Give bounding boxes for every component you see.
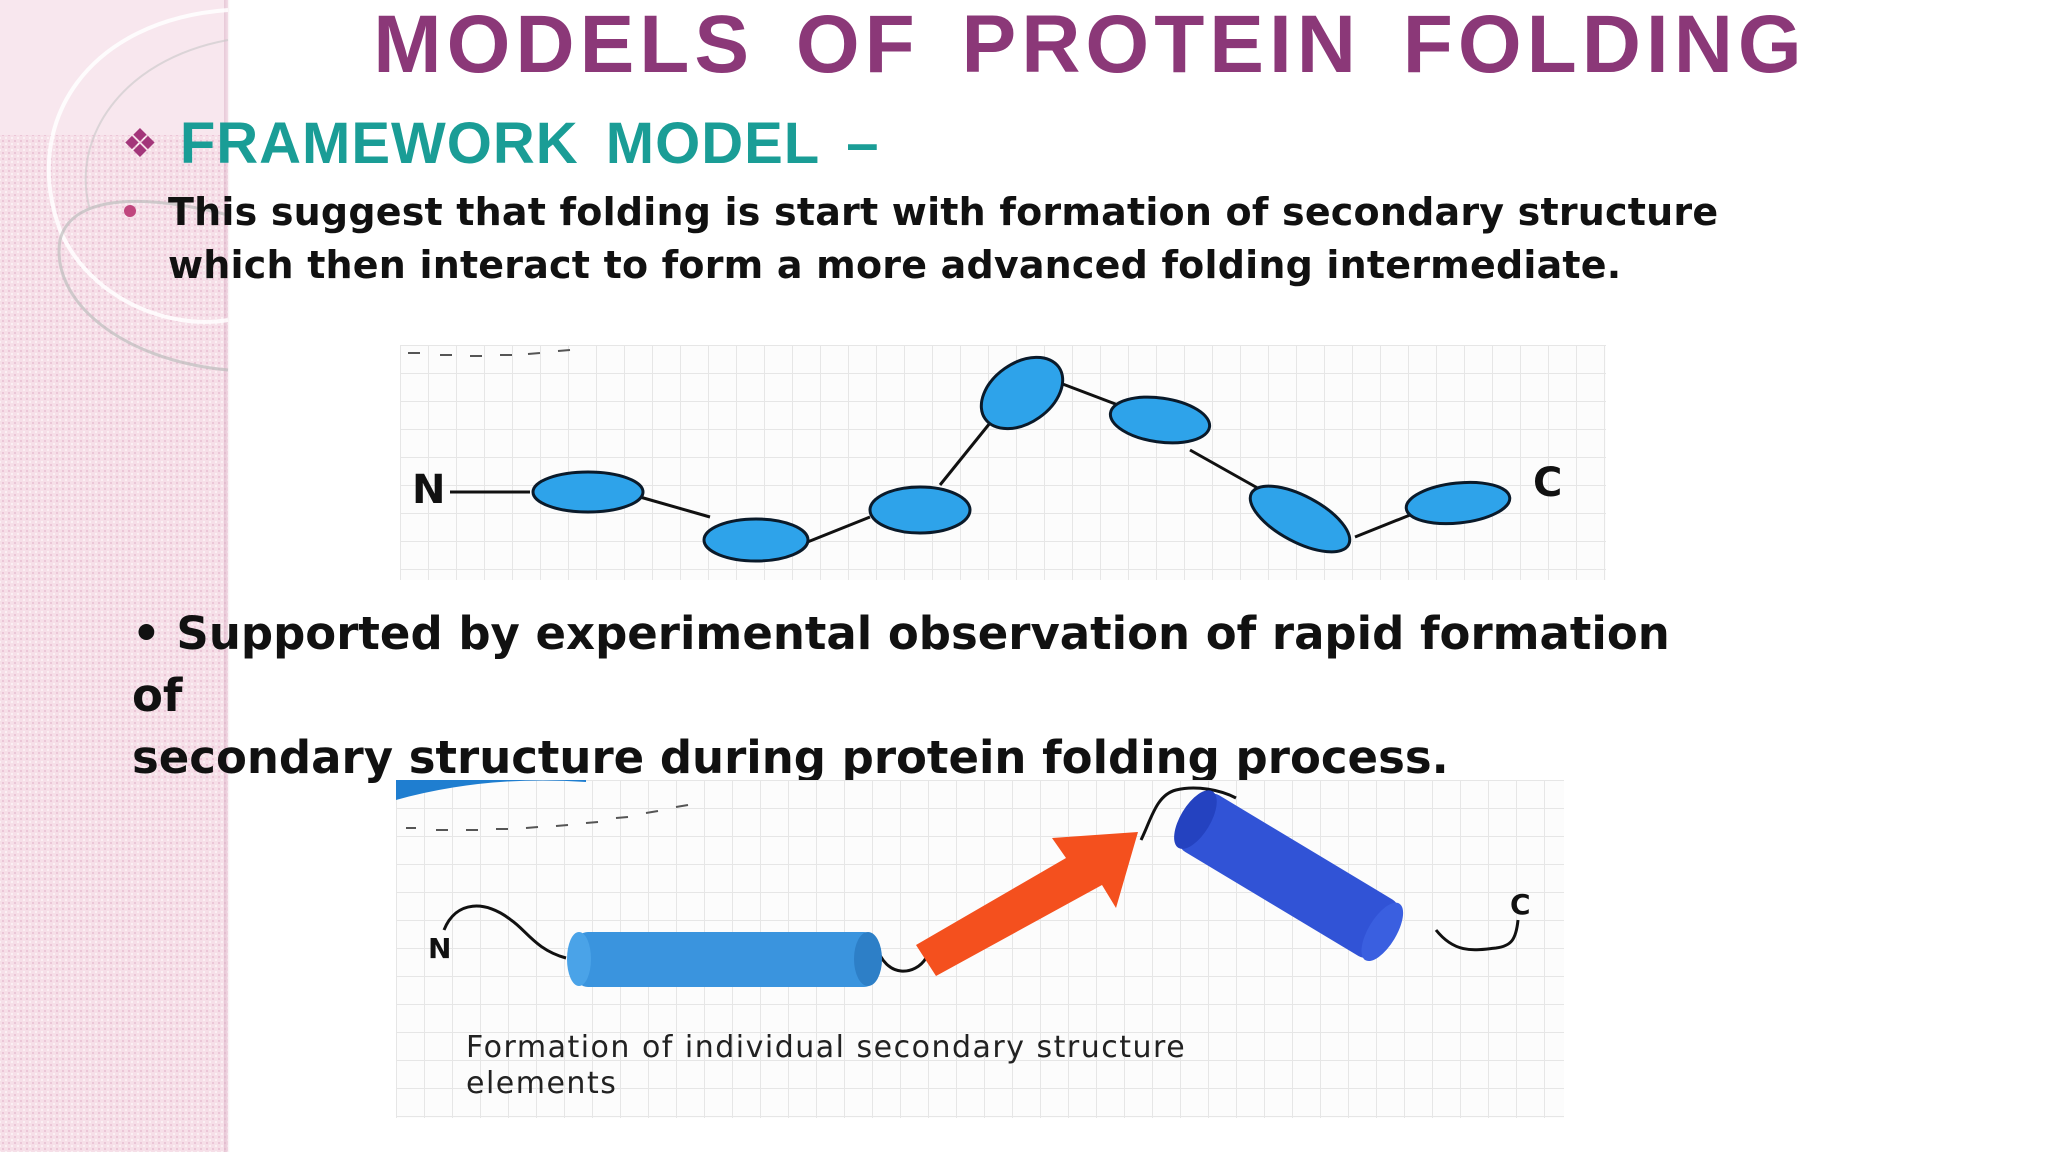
decorative-top-band — [0, 0, 228, 135]
helix-cylinder-2 — [1174, 790, 1404, 962]
bullet-dot-icon — [124, 205, 136, 217]
decorative-swirl-icon — [46, 8, 229, 372]
section-heading-row: ❖ FRAMEWORK MODEL – — [122, 110, 880, 177]
partial-arc-shape — [396, 780, 586, 800]
helix-ellipse-3 — [868, 485, 972, 535]
helix-ellipse-7 — [1404, 480, 1512, 526]
figure-secondary-structure-chain: N C — [400, 345, 1606, 580]
c-terminus-label: C — [1533, 460, 1563, 506]
chain-diagram — [408, 349, 1512, 563]
helix-ellipse-5 — [1108, 395, 1212, 445]
helix-cylinder-1 — [567, 932, 882, 987]
helix-ellipse-2 — [702, 517, 810, 563]
helix-ellipse-6 — [1248, 484, 1352, 554]
bullet-text-experimental-support: • Supported by experimental observation … — [132, 607, 1670, 784]
helix-ellipse-4 — [979, 355, 1065, 431]
c-terminus-label: C — [1510, 888, 1531, 921]
decorative-side-panel — [0, 0, 228, 1152]
side-panel-edge — [224, 0, 230, 1152]
n-terminus-label: N — [428, 932, 452, 965]
slide-title: MODELS OF PROTEIN FOLDING — [373, 0, 1807, 90]
bullet-text-framework-description: This suggest that folding is start with … — [168, 190, 1719, 287]
section-heading: FRAMEWORK MODEL – — [179, 111, 880, 176]
secondary-structure-diagram — [396, 780, 1520, 987]
n-terminus-label: N — [412, 467, 446, 513]
helix-ellipse-1 — [531, 470, 645, 514]
figure-secondary-structure-elements: N C Formation of individual secondary st… — [396, 780, 1564, 1118]
four-diamonds-bullet-icon: ❖ — [122, 121, 158, 166]
figure-caption: Formation of individual secondary struct… — [466, 1030, 1187, 1101]
beta-strand-arrow — [916, 832, 1138, 976]
